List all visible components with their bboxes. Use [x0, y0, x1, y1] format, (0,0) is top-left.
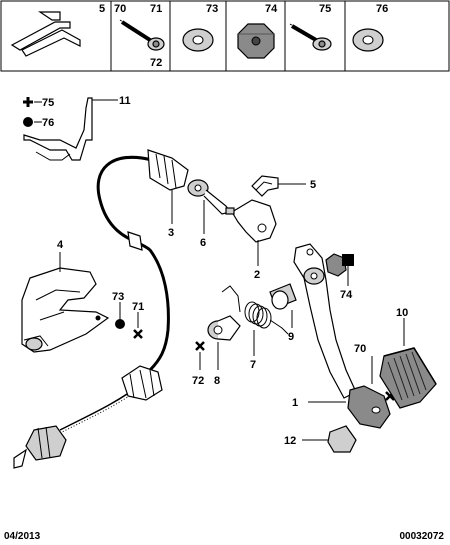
- callout-12: 12: [284, 435, 296, 447]
- header-label-70: 70: [114, 3, 126, 15]
- clutch-cable: [13, 149, 189, 469]
- callout-3: 3: [168, 227, 174, 239]
- cross-symbol-71: [133, 329, 143, 339]
- header-label-76: 76: [376, 3, 388, 15]
- callout-76: 76: [42, 117, 54, 129]
- callout-71: 71: [132, 301, 144, 313]
- header-label-5: 5: [99, 3, 105, 15]
- callout-74: 74: [340, 289, 353, 301]
- callout-9: 9: [288, 331, 294, 343]
- callout-6: 6: [200, 237, 206, 249]
- part-7-spring: [221, 285, 289, 335]
- callout-11: 11: [119, 95, 131, 107]
- header-label-75: 75: [319, 3, 331, 15]
- cross-symbol-72: [195, 341, 205, 351]
- callout-5: 5: [310, 179, 316, 191]
- part-12-stop-pad: [327, 425, 357, 453]
- callout-1: 1: [292, 397, 298, 409]
- part-10-pedal-pad: [379, 347, 437, 409]
- callout-70: 70: [354, 343, 366, 355]
- nut-symbol-74: [325, 253, 347, 277]
- square-symbol-74: [342, 254, 354, 266]
- nut-icon: [237, 23, 275, 59]
- part-1-pedal-lever: [293, 243, 391, 429]
- header-strip: 5 70 71 72 73 74 75: [0, 0, 450, 72]
- part-4-support: [21, 267, 110, 353]
- callout-2: 2: [254, 269, 260, 281]
- callout-73: 73: [112, 291, 124, 303]
- legend-cross-icon: [23, 97, 33, 107]
- header-label-74: 74: [265, 3, 278, 15]
- footer-reference: 00032072: [399, 531, 445, 542]
- flanged-screw-icon: [289, 23, 332, 51]
- callout-72: 72: [192, 375, 204, 387]
- callout-10: 10: [396, 307, 408, 319]
- part-11-bracket: [23, 97, 93, 161]
- header-label-73: 73: [206, 3, 218, 15]
- legend-dot-icon: [23, 117, 33, 127]
- part-2-clevis: [225, 199, 277, 243]
- clip-icon: [10, 11, 81, 57]
- part-5-clip: [251, 175, 279, 197]
- dot-symbol-73: [115, 319, 125, 329]
- callout-7: 7: [250, 359, 256, 371]
- part-6-adjuster: [187, 179, 231, 215]
- washer-icon: [182, 28, 214, 52]
- callout-4: 4: [57, 239, 64, 251]
- part-9-bushing: [269, 283, 297, 310]
- part-8-bush: [207, 315, 241, 341]
- header-label-71: 71: [150, 3, 162, 15]
- callout-8: 8: [214, 375, 220, 387]
- washer-icon-2: [352, 28, 384, 52]
- callout-75: 75: [42, 97, 54, 109]
- footer-date: 04/2013: [4, 531, 41, 542]
- header-label-72: 72: [150, 57, 162, 69]
- screw-icon: [119, 19, 165, 51]
